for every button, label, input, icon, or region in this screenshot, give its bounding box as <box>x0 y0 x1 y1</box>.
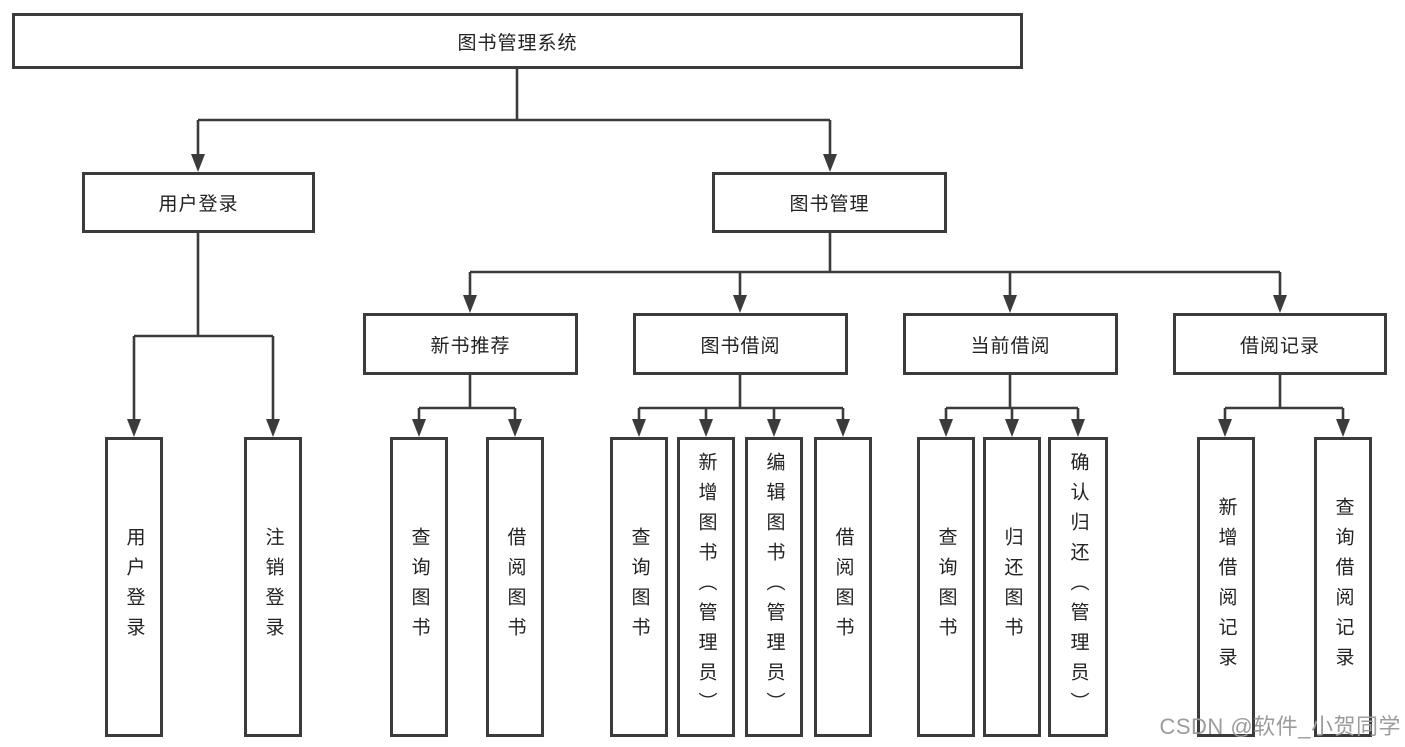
node-label: 查询图书 <box>935 527 957 647</box>
arrowhead-down <box>939 419 1085 437</box>
connector-root-to-level2 <box>191 69 837 172</box>
node-leaf-add-borrow-record: 新增借阅记录 <box>1197 437 1255 737</box>
node-label: 用户登录 <box>123 527 145 647</box>
node-label: 新增图书（管理员） <box>695 452 717 722</box>
arrowhead-down <box>1218 419 1350 437</box>
node-leaf-borrow-books: 借阅图书 <box>814 437 872 737</box>
connector-line <box>637 375 845 423</box>
node-book-management-branch: 图书管理 <box>712 172 947 233</box>
connector-line <box>132 233 275 423</box>
connector-line <box>196 69 832 158</box>
connector-line <box>417 375 517 423</box>
node-label: 借阅图书 <box>504 527 526 647</box>
connector-borrow-records-to-children <box>1218 375 1350 437</box>
node-label: 新书推荐 <box>430 335 511 357</box>
arrowhead-down <box>191 154 837 172</box>
node-leaf-query-books-current: 查询图书 <box>917 437 975 737</box>
node-label: 注销登录 <box>262 527 284 647</box>
node-label: 图书借阅 <box>700 335 781 357</box>
connector-current-borrow-to-children <box>939 375 1085 437</box>
node-root-library-system: 图书管理系统 <box>12 13 1023 69</box>
node-current-borrow: 当前借阅 <box>903 313 1118 375</box>
node-user-login-branch: 用户登录 <box>82 172 315 233</box>
node-borrow-records: 借阅记录 <box>1173 313 1387 375</box>
node-label: 图书管理 <box>789 194 870 215</box>
arrowhead-down <box>127 419 280 437</box>
node-leaf-query-books-borrow: 查询图书 <box>610 437 668 737</box>
arrowhead-down <box>463 295 1287 313</box>
node-leaf-logout: 注销登录 <box>244 437 302 737</box>
node-new-book-recommend: 新书推荐 <box>363 313 578 375</box>
node-leaf-add-books-admin: 新增图书（管理员） <box>677 437 735 737</box>
connector-line <box>944 375 1080 423</box>
connector-new-book-recommend-to-children <box>412 375 522 437</box>
node-leaf-user-login: 用户登录 <box>105 437 163 737</box>
node-leaf-return-books: 归还图书 <box>983 437 1041 737</box>
node-label: 新增借阅记录 <box>1215 497 1237 677</box>
node-leaf-borrow-books-recommend: 借阅图书 <box>486 437 544 737</box>
arrowhead-down <box>632 419 850 437</box>
node-label: 编辑图书（管理员） <box>763 452 785 722</box>
csdn-watermark: CSDN @软件_小贺同学 <box>1159 714 1401 739</box>
node-leaf-query-borrow-record: 查询借阅记录 <box>1314 437 1372 737</box>
node-label: 借阅记录 <box>1239 335 1320 357</box>
arrowhead-down <box>412 419 522 437</box>
node-label: 查询图书 <box>408 527 430 647</box>
node-label: 归还图书 <box>1001 527 1023 647</box>
connector-user-login-to-children <box>127 233 280 437</box>
node-label: 确认归还（管理员） <box>1067 452 1089 722</box>
connector-line <box>1223 375 1345 423</box>
node-book-borrow: 图书借阅 <box>633 313 848 375</box>
node-label: 用户登录 <box>158 194 239 215</box>
node-label: 借阅图书 <box>832 527 854 647</box>
node-leaf-confirm-return-admin: 确认归还（管理员） <box>1048 437 1108 737</box>
node-label: 查询图书 <box>628 527 650 647</box>
node-leaf-edit-books-admin: 编辑图书（管理员） <box>745 437 803 737</box>
node-label: 查询借阅记录 <box>1332 497 1354 677</box>
connector-book-borrow-to-children <box>632 375 850 437</box>
node-leaf-query-books-recommend: 查询图书 <box>390 437 448 737</box>
node-label: 当前借阅 <box>970 335 1051 357</box>
connector-book-management-to-sections <box>463 233 1287 313</box>
connector-line <box>468 233 1282 299</box>
node-label: 图书管理系统 <box>457 32 578 54</box>
